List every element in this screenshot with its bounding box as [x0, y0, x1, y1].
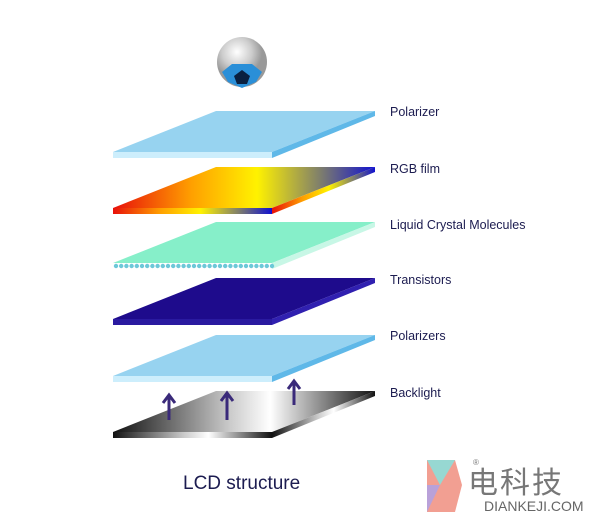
backlight-plate [113, 391, 375, 438]
arrow-icon [286, 378, 302, 405]
layer-label-transistors: Transistors [390, 273, 452, 287]
polarizers-plate [113, 335, 375, 382]
layer-label-backlight: Backlight [390, 386, 441, 400]
watermark-en: DIANKEJI.COM [484, 498, 584, 514]
transistors-plate [113, 278, 375, 325]
rgb-film-plate [113, 167, 375, 214]
polarizer-plate [113, 111, 375, 158]
backlight-arrows [161, 378, 302, 420]
diagram-title: LCD structure [183, 473, 301, 494]
watermark-registered: ® [473, 458, 479, 467]
liquid-crystal-plate [113, 222, 375, 269]
watermark-cn: 电科技 [468, 467, 564, 500]
sphere-icon [217, 37, 267, 88]
arrow-icon [219, 390, 235, 420]
layer-label-polarizers: Polarizers [390, 329, 446, 343]
layer-label-polarizer: Polarizer [390, 105, 440, 119]
layer-label-liquid-crystal: Liquid Crystal Molecules [390, 218, 526, 232]
layer-label-rgb-film: RGB film [390, 162, 440, 176]
arrow-icon [161, 392, 177, 420]
